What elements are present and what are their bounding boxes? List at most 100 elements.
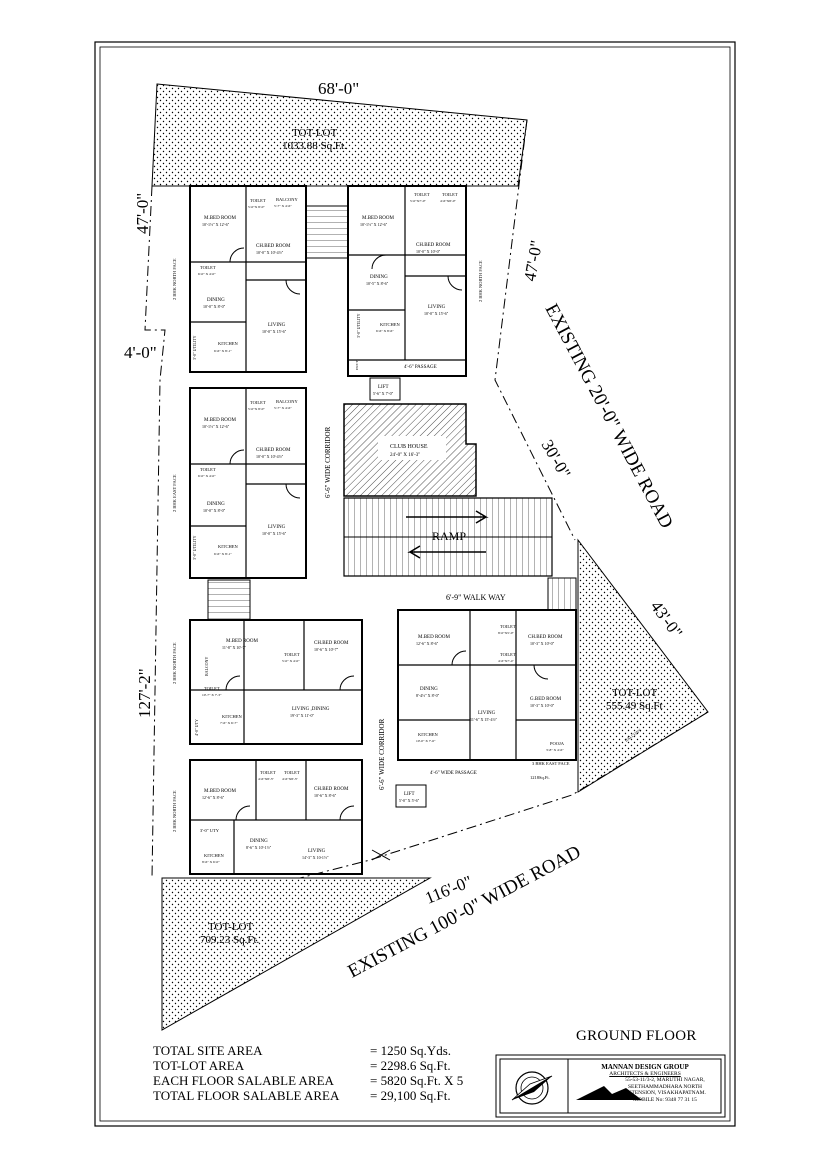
- summary-value: = 29,100 Sq.Ft.: [370, 1088, 451, 1103]
- lift-south-label: LIFT: [404, 792, 415, 797]
- dim-right-top: 47'-0": [520, 239, 546, 283]
- room-size: 6'-0" X 4'-0": [198, 474, 216, 478]
- room-label: TOILET: [250, 198, 266, 203]
- summary-value: = 5820 Sq.Ft. X 5: [370, 1073, 464, 1088]
- room-label: CH.BED ROOM: [256, 448, 291, 453]
- unit-tag: 2 BHK NORTH FACE: [172, 642, 177, 684]
- room-label: 3'-0" UTILITY: [356, 313, 361, 338]
- stair-core-west: [207, 579, 251, 621]
- summary-label: TOTAL SITE AREA: [153, 1043, 263, 1058]
- room-label: KITCHEN: [218, 544, 238, 549]
- room-size: 11'-6" X 15'-4½": [470, 717, 497, 722]
- interior-walls: [190, 186, 576, 874]
- room-label: CH.BED ROOM: [256, 244, 291, 249]
- room-size: 19'-3" X 11'-0": [290, 713, 314, 718]
- room-label: LIVING: [268, 525, 286, 530]
- room-label: M.BED ROOM: [204, 216, 237, 221]
- room-label: KITCHEN: [418, 732, 438, 737]
- room-label: TOILET: [284, 652, 300, 657]
- room-label: 3'-0" UTILITY: [192, 335, 197, 360]
- room-label: 3'-0" UTY: [200, 828, 220, 833]
- room-label: TOILET: [204, 686, 220, 691]
- building-walls: [189, 185, 577, 875]
- road-east-label: EXISTING 20'-0" WIDE ROAD: [541, 300, 677, 531]
- tot-lot-north-area: 1033.88 Sq.Ft.: [282, 140, 347, 152]
- entry-crosses: [371, 849, 391, 861]
- room-size: 10'-7" X 7'-3": [202, 693, 222, 697]
- dim-left-mid: 4'-0": [124, 343, 157, 362]
- lift-south-size: 5'-0" X 5'-6": [399, 798, 420, 803]
- room-label: LIVING ,DINING: [292, 707, 330, 712]
- room-label: LIVING: [478, 711, 496, 716]
- room-size: 5'-7" X 4'-6": [274, 204, 292, 208]
- room-label: BALCONY: [204, 657, 209, 676]
- room-label: TOILET: [200, 265, 216, 270]
- room-label: TOILET: [414, 192, 430, 197]
- room-label: M.BED ROOM: [204, 789, 237, 794]
- room-size: 10'-0" X 7'-6": [416, 739, 436, 743]
- room-label: M.BED ROOM: [204, 418, 237, 423]
- room-size: 14'-3" X 10-1½": [302, 855, 329, 860]
- unit-tag: 2 BHK NORTH FACE: [478, 260, 483, 302]
- room-size: 11'-8" X 10'-7": [222, 645, 246, 650]
- firm-logo-icon: [576, 1086, 642, 1100]
- stair-core-north: [305, 205, 349, 259]
- room-label: M.BED ROOM: [226, 639, 259, 644]
- summary-value: = 2298.6 Sq.Ft.: [370, 1058, 451, 1073]
- room-size: 12'-6" X 8'-6": [416, 641, 439, 646]
- ramp-arrow-up: [406, 510, 489, 524]
- north-compass-icon: [511, 1071, 553, 1105]
- room-size: 10'-0" X 15'-6": [262, 531, 287, 536]
- room-size: 10'-6" X 10'-7": [314, 647, 339, 652]
- room-size: 4'-6"X8'-3": [282, 777, 299, 781]
- room-size: 10'-0" X 10'-0": [416, 249, 441, 254]
- title-block-frame: [495, 1054, 726, 1118]
- summary-label: TOTAL FLOOR SALABLE AREA: [153, 1088, 340, 1103]
- room-label: KITCHEN: [222, 714, 242, 719]
- room-size: 10'-0" X 15'-6": [424, 311, 449, 316]
- room-label: TOILET: [500, 624, 516, 629]
- lift-south: [395, 784, 427, 808]
- room-label: TOILET: [200, 467, 216, 472]
- room-label: LIVING: [308, 849, 326, 854]
- room-size: 5'-7" X 4'-6": [274, 406, 292, 410]
- room-size: 5'-0" X 4'-0": [282, 659, 300, 663]
- site-boundary: [144, 119, 709, 879]
- passage-lower-label: 4'-6" WIDE PASSAGE: [430, 771, 477, 776]
- summary-row: TOTAL SITE AREA = 1250 Sq.Yds.: [153, 1043, 483, 1058]
- room-label: M.BED ROOM: [362, 216, 395, 221]
- summary-value: = 1250 Sq.Yds.: [370, 1043, 452, 1058]
- room-label: TOILET: [442, 192, 458, 197]
- room-size: 6'-6" X 8'-6": [376, 329, 394, 333]
- lift-north-size: 5'-6" X 7'-0": [373, 391, 394, 396]
- room-label: POOJA: [550, 741, 565, 746]
- tot-lot-south-label: TOT-LOT: [208, 921, 254, 933]
- room-label: CH.BED ROOM: [528, 635, 563, 640]
- dim-left-top: 47'-0": [133, 193, 152, 234]
- room-size: 10'-5" X 8'-6": [366, 281, 389, 286]
- firm-subtitle: ARCHITECTS & ENGINEERS: [609, 1070, 681, 1077]
- drawing-title: GROUND FLOOR: [576, 1028, 697, 1044]
- unit-2: M.BED ROOM 10'-1½" X 12'-6" TOILET 5'-0"…: [172, 399, 299, 560]
- room-size: 3'-8" X 4'-6": [546, 748, 564, 752]
- room-size: 5'-0"X7'-0": [410, 199, 427, 203]
- title-block: MANNAN DESIGN GROUP ARCHITECTS & ENGINEE…: [570, 1064, 720, 1103]
- room-size: 10'-0" X 8'-0": [203, 508, 226, 513]
- room-label: G.BED ROOM: [530, 697, 562, 702]
- room-size: 4'-6"X8'-0": [440, 199, 457, 203]
- room-size: 10'-1½" X 12'-6": [360, 222, 388, 227]
- room-size: 4'-6"X7'-4": [498, 659, 515, 663]
- unit-1: M.BED ROOM 10'-1½" X 12'-6" TOILET 5'-0"…: [172, 197, 299, 360]
- unit-6: M.BED ROOM 12'-6" X 8'-6" TOILET 4'-6"X8…: [172, 770, 349, 864]
- room-size: 6'-0" X 4'-0": [198, 272, 216, 276]
- unit-tag-area: 1218Sq.Ft.: [530, 775, 550, 780]
- road-south-label: EXISTING 100'-0" WIDE ROAD: [344, 842, 584, 983]
- inner-border: [99, 46, 731, 1122]
- room-size: 4'-6"X8'-3": [258, 777, 275, 781]
- room-label: CH.BED ROOM: [314, 641, 349, 646]
- unit-3: M.BED ROOM 10'-1½" X 12'-6" TOILET 5'-0"…: [355, 192, 483, 370]
- lift-north-label: LIFT: [378, 385, 389, 390]
- room-size: 5'-0"X 8'-0": [248, 407, 265, 411]
- passage-upper-label: 4'-6" PASSAGE: [404, 365, 437, 370]
